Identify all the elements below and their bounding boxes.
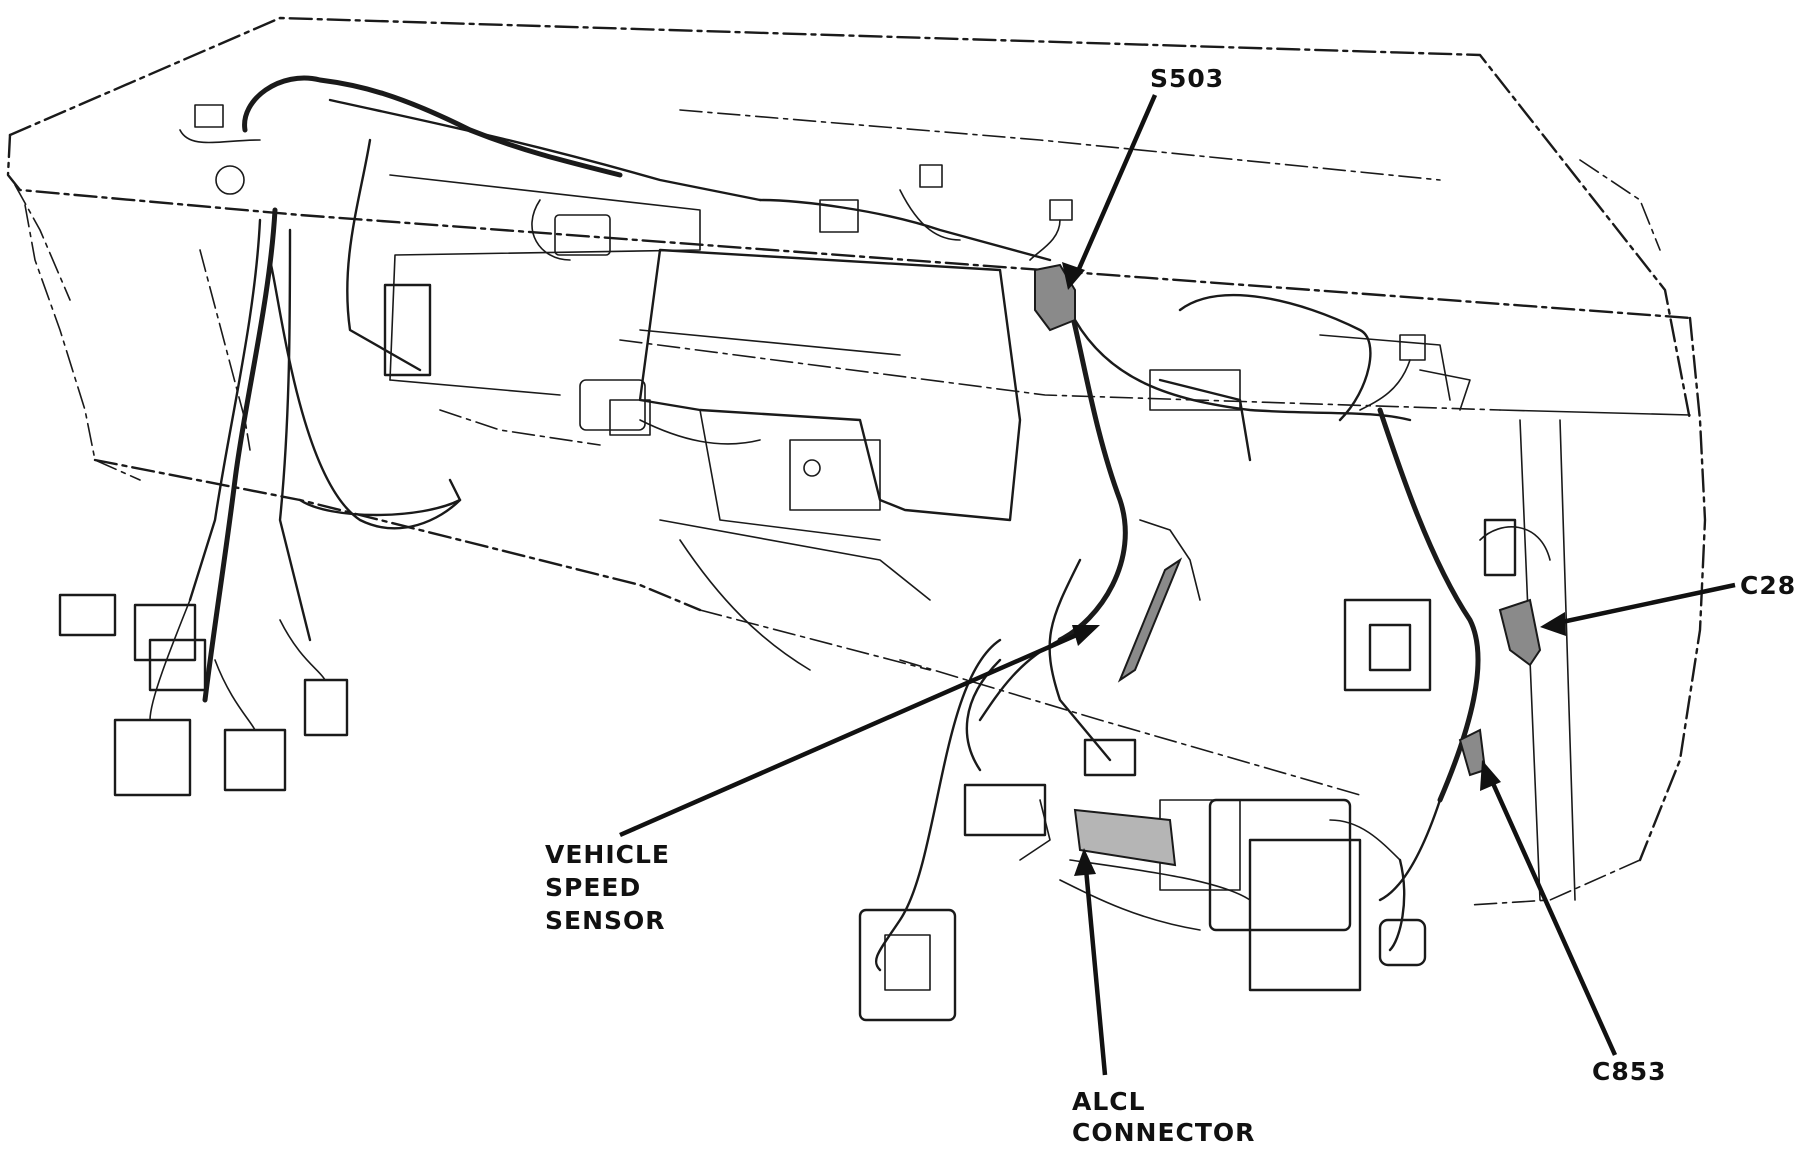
left-harness bbox=[58, 75, 1052, 797]
c280-label: C280 bbox=[1740, 571, 1794, 600]
alcl-connector-leader bbox=[1082, 857, 1108, 1076]
c853-arrowhead bbox=[1480, 760, 1501, 791]
vehicle-speed-sensor-highlight bbox=[1117, 557, 1183, 683]
leader-lines bbox=[619, 94, 1736, 1076]
alcl-connector-label-line-2: CONNECTOR bbox=[1072, 1118, 1255, 1147]
alcl-connector-highlight bbox=[1073, 808, 1177, 867]
c280-leader bbox=[1547, 582, 1736, 628]
vehicle-speed-sensor-label-line-1: VEHICLE bbox=[545, 840, 670, 869]
s503-leader bbox=[1072, 94, 1158, 279]
c280-arrowhead bbox=[1540, 612, 1566, 636]
instrument-panel-outline bbox=[6, 16, 1707, 906]
lower-module-group bbox=[659, 519, 1427, 992]
c853-label: C853 bbox=[1592, 1057, 1667, 1086]
alcl-connector-arrowhead bbox=[1074, 848, 1096, 876]
s503-splice-highlight bbox=[1034, 263, 1076, 332]
callout-labels: S503 C280 VEHICLE SPEED SENSOR ALCL CONN… bbox=[545, 64, 1794, 1147]
vehicle-speed-sensor-arrowhead bbox=[1072, 625, 1100, 646]
s503-label: S503 bbox=[1150, 64, 1224, 93]
vehicle-speed-sensor-label-line-3: SENSOR bbox=[545, 906, 666, 935]
highlighted-connectors bbox=[1034, 263, 1542, 867]
c280-connector-highlight bbox=[1498, 598, 1542, 667]
s503-arrowhead bbox=[1062, 262, 1085, 290]
center-right-harness bbox=[858, 267, 1551, 1022]
vehicle-speed-sensor-label-line-2: SPEED bbox=[545, 873, 641, 902]
center-module bbox=[389, 174, 1022, 541]
vehicle-speed-sensor-leader bbox=[619, 627, 1089, 838]
alcl-connector-label-line-1: ALCL bbox=[1072, 1087, 1146, 1116]
top-harness-connectors bbox=[531, 164, 1426, 411]
c853-leader bbox=[1484, 769, 1618, 1056]
